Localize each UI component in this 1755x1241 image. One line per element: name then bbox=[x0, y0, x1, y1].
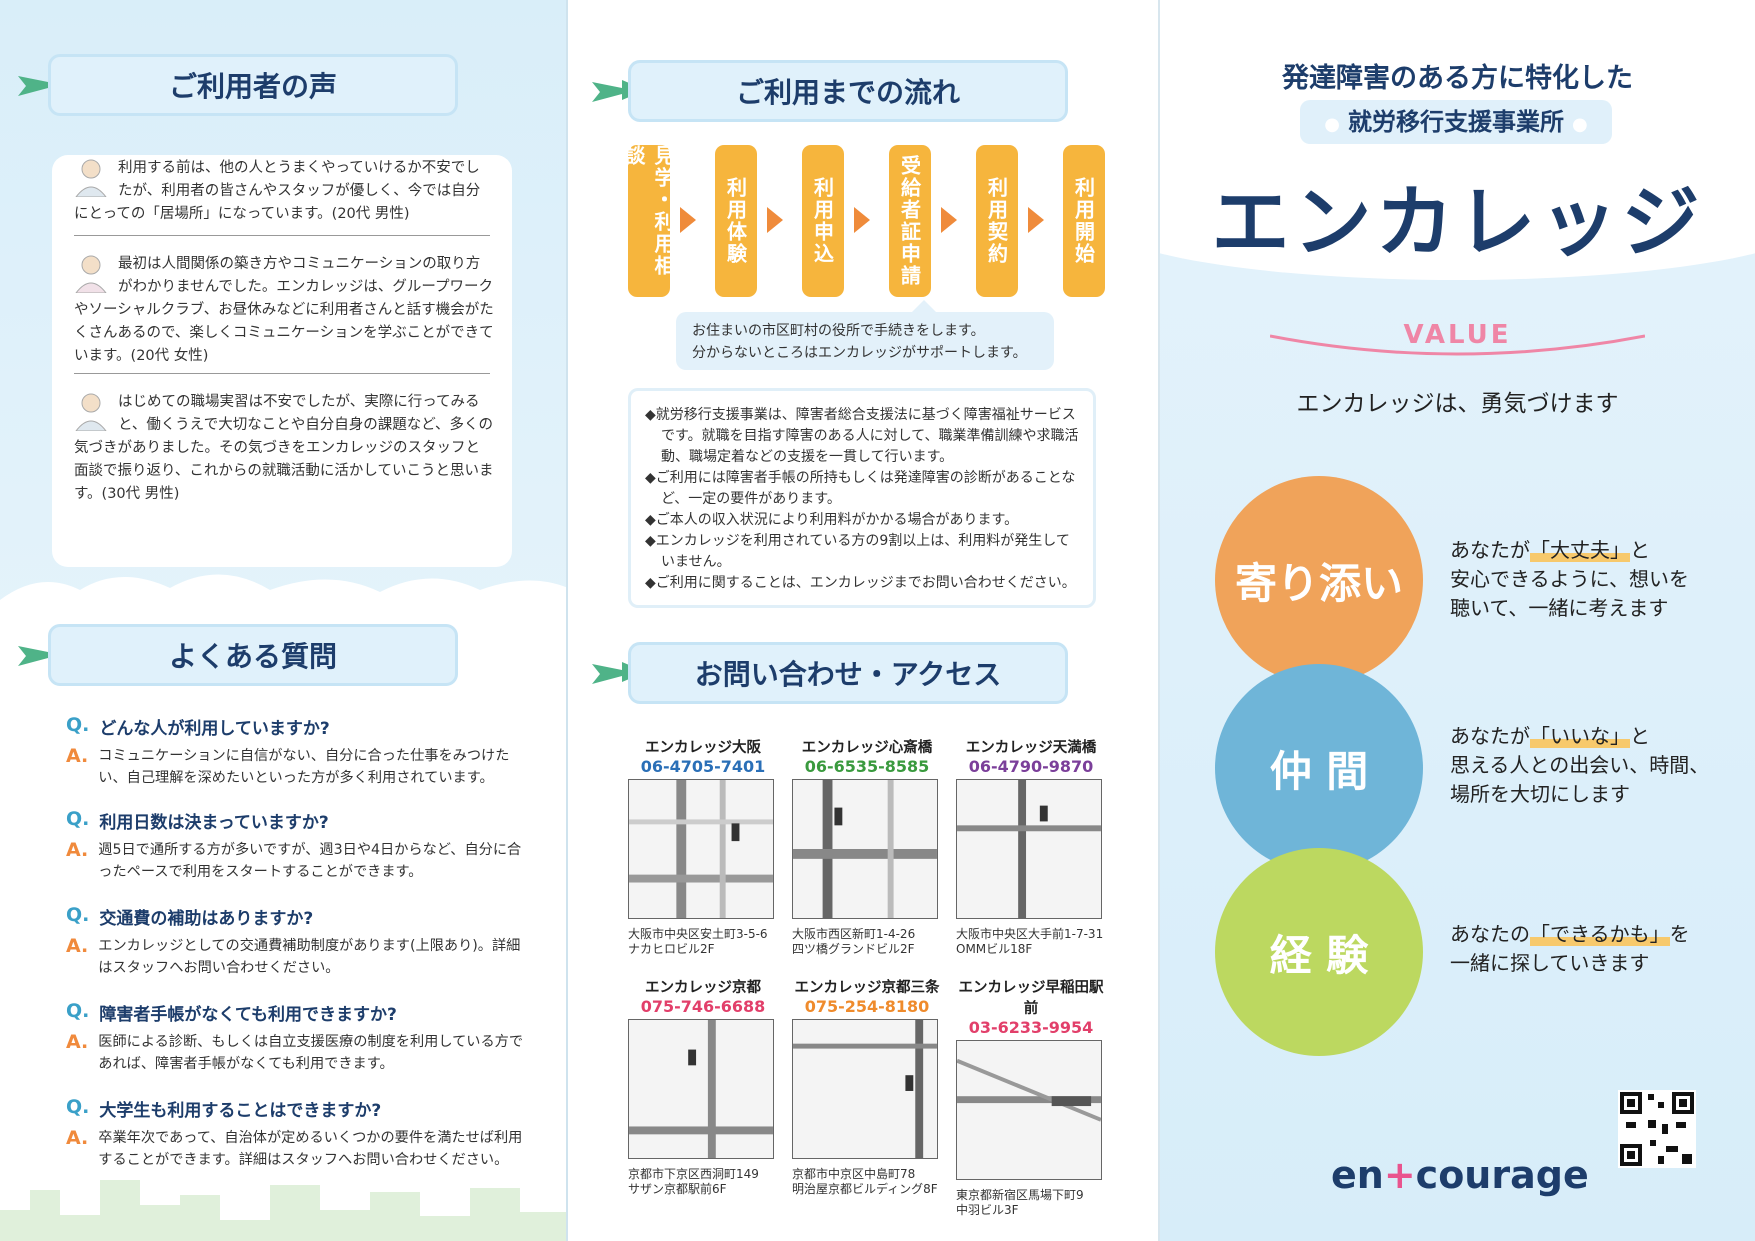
flow-step: 利用契約 bbox=[976, 145, 1018, 297]
person-icon bbox=[75, 159, 107, 197]
flow-note: お住まいの市区町村の役所で手続きをします。 分からないところはエンカレッジがサポ… bbox=[676, 300, 1054, 370]
service-type-pill: ●就労移行支援事業所● bbox=[1300, 100, 1612, 144]
phone-number[interactable]: 075-254-8180 bbox=[804, 997, 930, 1016]
arrow-right-icon bbox=[680, 207, 696, 233]
value-text: あなたが「大丈夫」と 安心できるように、想いを 聴いて、一緒に考えます bbox=[1450, 538, 1689, 620]
faq-item: Q.障害者手帳がなくても利用できますか? A.医師による診断、もしくは自立支援医… bbox=[66, 1000, 524, 1072]
middle-panel: ご利用までの流れ 見学・利用相談 利用体験 利用申込 受給者証申請 利用契約 利… bbox=[568, 0, 1160, 1241]
value-circle-nakama: 仲 間 bbox=[1215, 664, 1423, 872]
phone-number[interactable]: 06-6535-8585 bbox=[804, 757, 930, 776]
faq-item: Q.交通費の補助はありますか? A.エンカレッジとしての交通費補助制度があります… bbox=[66, 904, 521, 976]
flow-step: 受給者証申請 bbox=[889, 145, 931, 297]
value-heading: VALUE bbox=[1403, 320, 1512, 350]
map-image bbox=[628, 779, 774, 919]
plus-icon: + bbox=[1383, 1153, 1416, 1197]
flow-step: 利用開始 bbox=[1063, 145, 1105, 297]
notes-box: ◆就労移行支援事業は、障害者総合支援法に基づく障害福祉サービスです。就職を目指す… bbox=[628, 388, 1096, 608]
phone-number[interactable]: 03-6233-9954 bbox=[968, 1018, 1094, 1037]
voice-item: 最初は人間関係の築き方やコミュニケーションの取り方がわかりませんでした。エンカレ… bbox=[74, 253, 494, 368]
flow-step: 利用体験 bbox=[715, 145, 757, 297]
divider bbox=[74, 235, 490, 236]
value-circle-yorisoi: 寄り添い bbox=[1215, 476, 1423, 684]
phone-number[interactable]: 06-4790-9870 bbox=[968, 757, 1094, 776]
arrow-right-icon bbox=[767, 207, 783, 233]
dot-icon: ● bbox=[1324, 114, 1340, 135]
person-icon bbox=[75, 255, 107, 293]
town-silhouette bbox=[0, 1180, 566, 1241]
phone-number[interactable]: 075-746-6688 bbox=[640, 997, 766, 1016]
divider bbox=[74, 373, 490, 374]
faq-item: Q.利用日数は決まっていますか? A.週5日で通所する方が多いですが、週3日や4… bbox=[66, 808, 522, 880]
phone-number[interactable]: 06-4705-7401 bbox=[640, 757, 766, 776]
brand-logo: en+courage bbox=[1331, 1153, 1589, 1197]
value-subtitle: エンカレッジは、勇気づけます bbox=[1296, 391, 1619, 417]
map-image bbox=[956, 779, 1102, 919]
voices-header: ご利用者の声 bbox=[48, 54, 458, 116]
cover-panel: 発達障害のある方に特化した ●就労移行支援事業所● エンカレッジ VALUE エ… bbox=[1160, 0, 1755, 1241]
flow-step: 見学・利用相談 bbox=[622, 145, 675, 297]
voice-item: はじめての職場実習は不安でしたが、実際に行ってみると、働くうえで大切なことや自分… bbox=[74, 391, 494, 506]
faq-header: よくある質問 bbox=[48, 624, 458, 686]
cover-tagline: 発達障害のある方に特化した bbox=[1282, 63, 1633, 94]
value-circle-keiken: 経 験 bbox=[1215, 848, 1423, 1056]
qr-code[interactable] bbox=[1618, 1090, 1696, 1168]
flow-header: ご利用までの流れ bbox=[628, 60, 1068, 122]
faq-area bbox=[0, 600, 566, 1241]
value-text: あなたが「いいな」と 思える人との出会い、時間、 場所を大切にします bbox=[1450, 724, 1710, 806]
map-image bbox=[792, 779, 938, 919]
faq-item: Q.大学生も利用することはできますか? A.卒業年次であって、自治体が定めるいく… bbox=[66, 1096, 523, 1168]
arrow-right-icon bbox=[941, 207, 957, 233]
access-header: お問い合わせ・アクセス bbox=[628, 642, 1068, 704]
person-icon bbox=[75, 393, 107, 431]
value-swoosh bbox=[1270, 334, 1645, 356]
dot-icon: ● bbox=[1572, 114, 1588, 135]
map-image bbox=[956, 1040, 1102, 1180]
left-panel: ご利用者の声 利用する前は、他の人とうまくやっていけるか不安でしたが、利用者の皆… bbox=[0, 0, 568, 1241]
arrow-right-icon bbox=[854, 207, 870, 233]
voices-box: 利用する前は、他の人とうまくやっていけるか不安でしたが、利用者の皆さんやスタッフ… bbox=[52, 155, 512, 567]
cover-curve bbox=[1160, 160, 1755, 280]
map-image bbox=[792, 1019, 938, 1159]
voice-item: 利用する前は、他の人とうまくやっていけるか不安でしたが、利用者の皆さんやスタッフ… bbox=[74, 157, 494, 226]
value-text: あなたの「できるかも」を 一緒に探していきます bbox=[1450, 922, 1690, 975]
faq-item: Q.どんな人が利用していますか? A.コミュニケーションに自信がない、自分に合っ… bbox=[66, 714, 510, 786]
map-image bbox=[628, 1019, 774, 1159]
brand-title: エンカレッジ bbox=[1211, 178, 1704, 268]
arrow-right-icon bbox=[1028, 207, 1044, 233]
flow-step: 利用申込 bbox=[802, 145, 844, 297]
